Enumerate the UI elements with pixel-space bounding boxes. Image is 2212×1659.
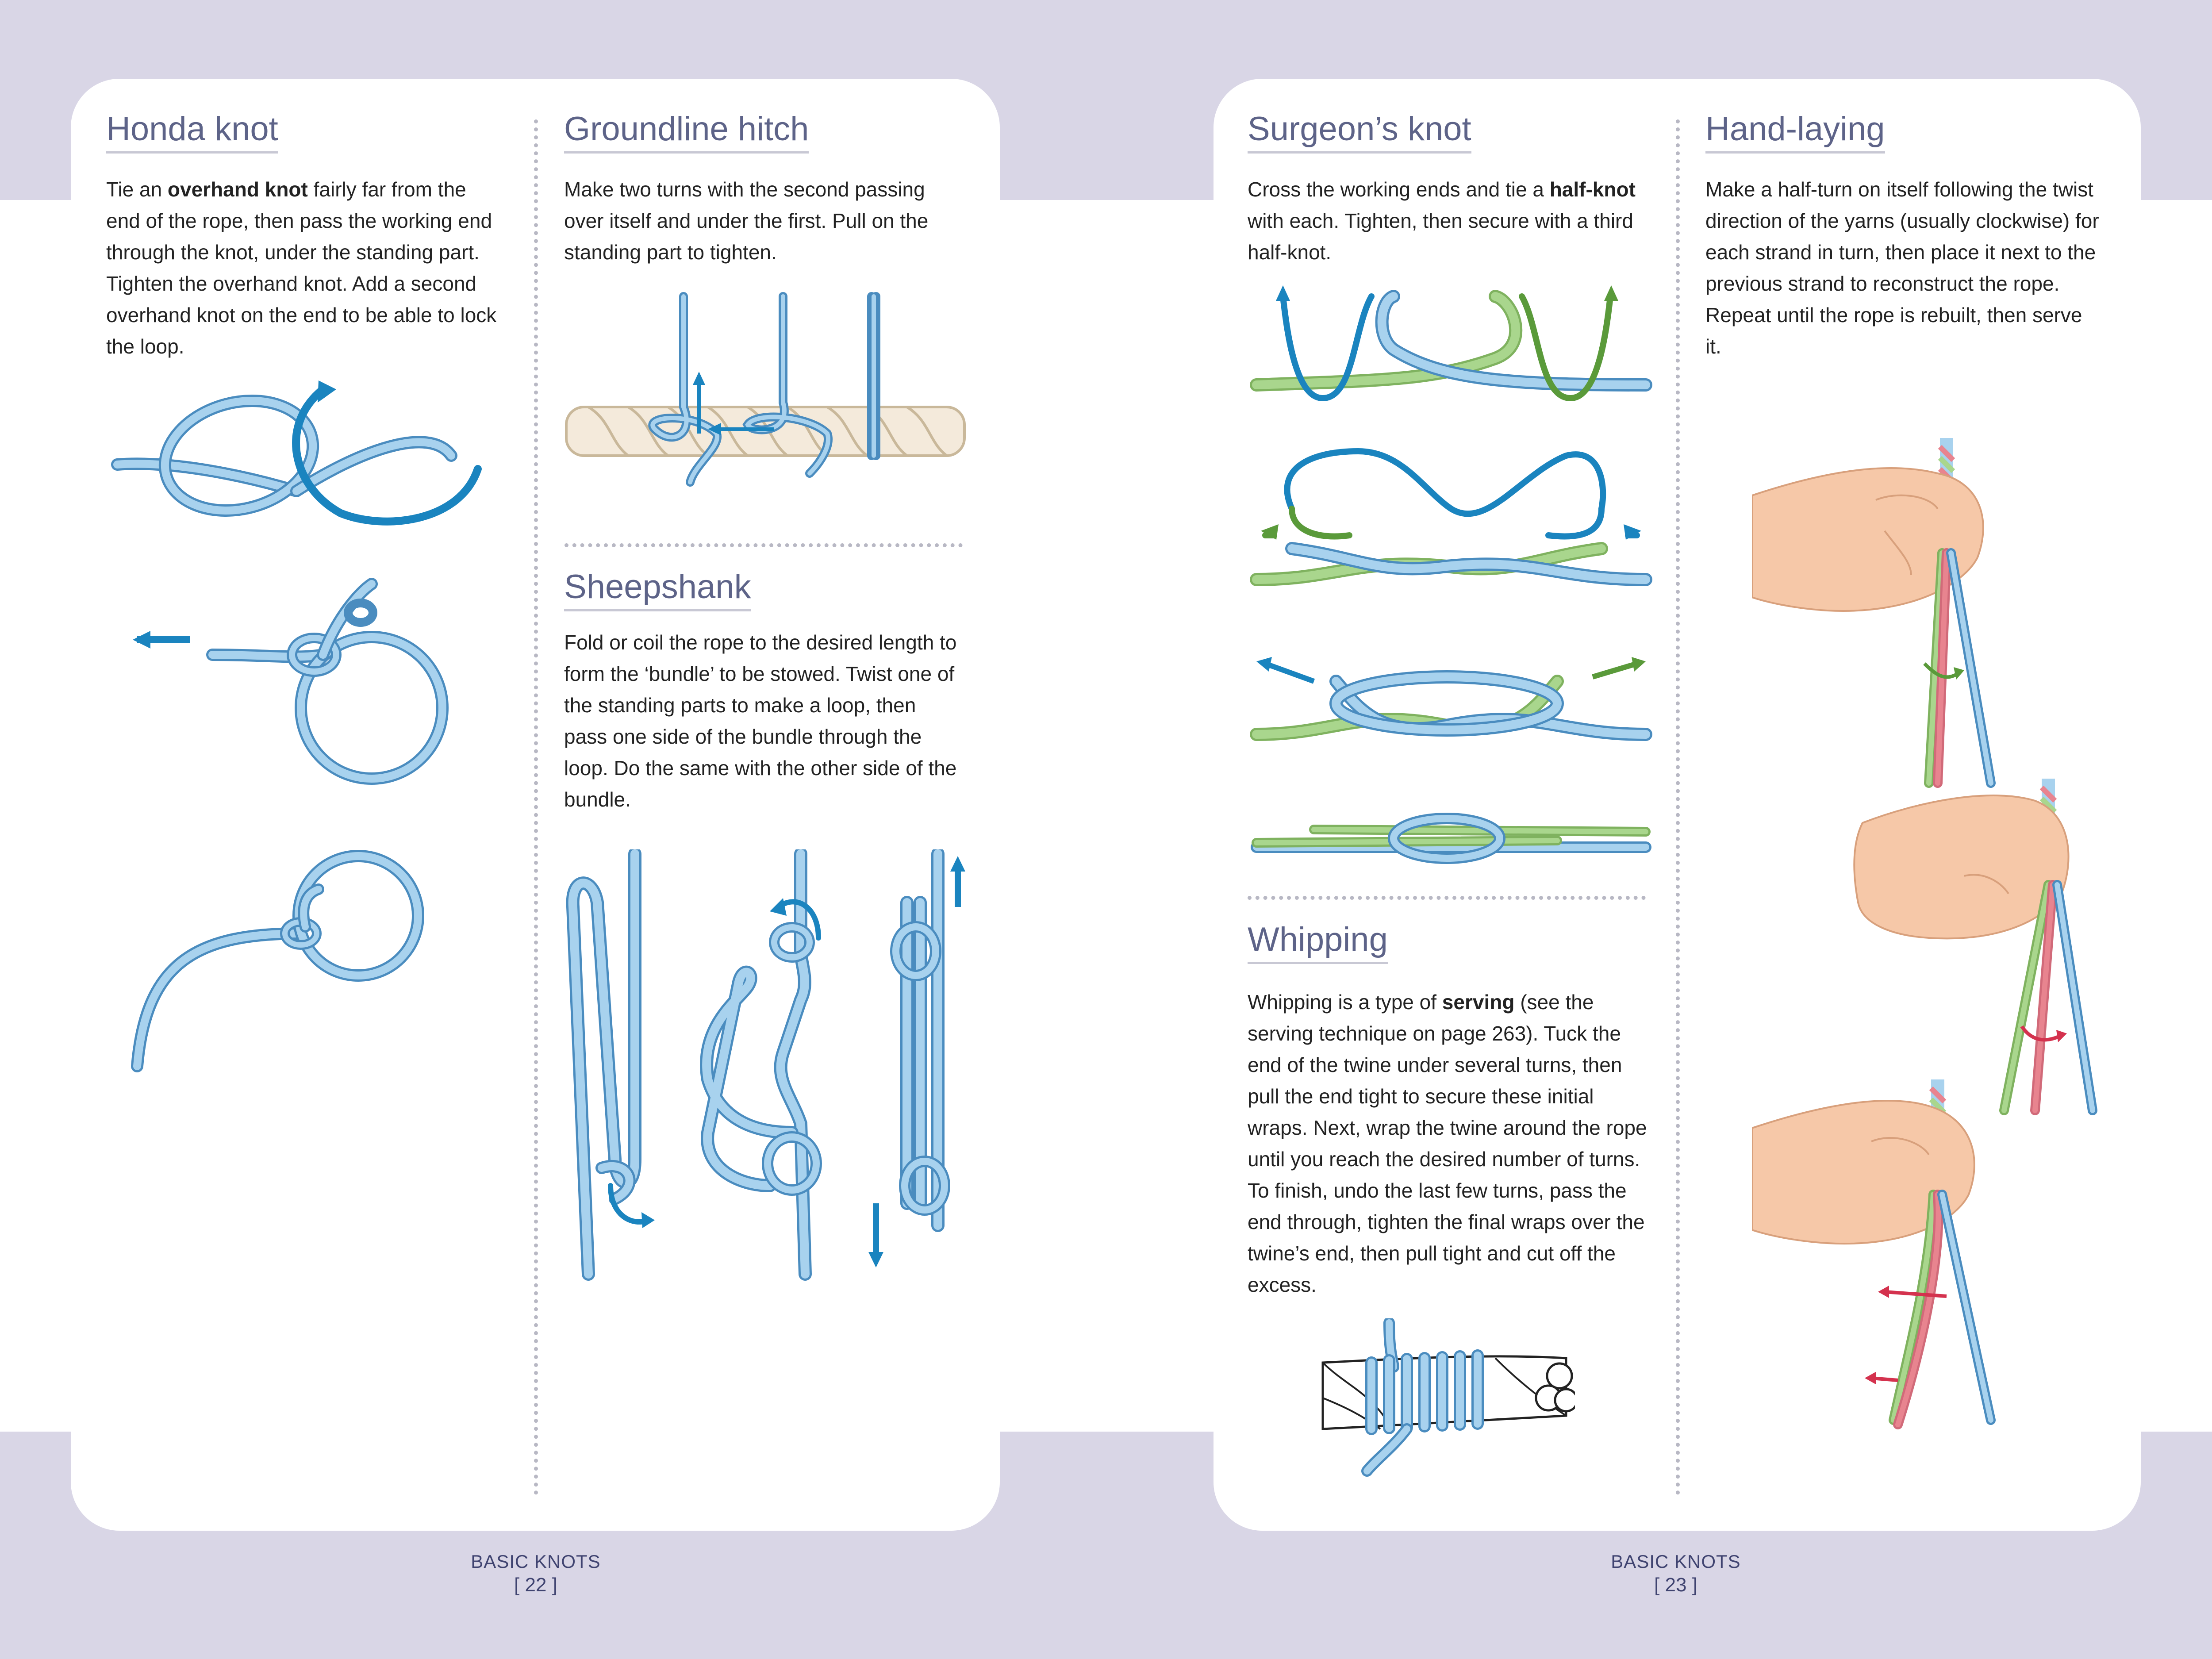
sheepshank-step-2 bbox=[700, 849, 822, 1281]
sheepshank-title: Sheepshank bbox=[564, 568, 751, 611]
honda-step-1 bbox=[111, 380, 482, 526]
honda-knot-term: overhand knot bbox=[167, 178, 308, 201]
sheepshank-illustration bbox=[566, 849, 965, 1281]
groundline-hitch-instructions: Make two turns with the second passing o… bbox=[564, 178, 929, 264]
honda-knot-illustration bbox=[111, 380, 482, 1072]
whipping-instructions: Whipping is a type of serving (see the s… bbox=[1248, 991, 1647, 1296]
right-page-footer: BASIC KNOTS [ 23 ] bbox=[1587, 1551, 1764, 1598]
sheepshank-step-1 bbox=[566, 849, 641, 1281]
hand-laying-title: Hand-laying bbox=[1705, 111, 1885, 154]
column-divider-right-page bbox=[1676, 119, 1680, 1495]
groundline-hitch-illustration bbox=[565, 292, 966, 487]
left-page-footer: BASIC KNOTS [ 22 ] bbox=[447, 1551, 624, 1598]
column-divider-left-page bbox=[534, 119, 538, 1495]
section-divider-surgeons-whipping bbox=[1248, 896, 1646, 900]
surgeons-knot-instructions: Cross the working ends and tie a half-kn… bbox=[1248, 178, 1636, 264]
surgeons-knot-illustration bbox=[1250, 285, 1652, 864]
surgeons-step-1 bbox=[1250, 290, 1652, 402]
surgeons-knot-term: half-knot bbox=[1549, 178, 1636, 201]
hand-laying-step-3 bbox=[1752, 1079, 1996, 1429]
honda-knot-instructions: Tie an overhand knot fairly far from the… bbox=[106, 178, 497, 358]
right-footer-section: BASIC KNOTS bbox=[1611, 1551, 1741, 1572]
surgeons-knot-title: Surgeon’s knot bbox=[1248, 111, 1471, 154]
whipping-illustration bbox=[1321, 1318, 1575, 1477]
surgeons-step-2 bbox=[1250, 448, 1652, 586]
groundline-hitch-title: Groundline hitch bbox=[564, 111, 809, 154]
sheepshank-instructions: Fold or coil the rope to the desired len… bbox=[564, 631, 957, 811]
hand-laying-step-2 bbox=[1853, 779, 2097, 1115]
honda-knot-title: Honda knot bbox=[106, 111, 278, 154]
surgeons-step-3 bbox=[1250, 670, 1652, 741]
whipping-title: Whipping bbox=[1248, 921, 1388, 964]
honda-step-2 bbox=[133, 578, 449, 785]
left-footer-section: BASIC KNOTS bbox=[471, 1551, 601, 1572]
surgeons-step-4 bbox=[1251, 813, 1651, 864]
sheepshank-step-3 bbox=[890, 849, 950, 1232]
honda-step-3 bbox=[131, 850, 424, 1072]
hand-laying-instructions: Make a half-turn on itself following the… bbox=[1705, 178, 2099, 358]
whipping-term: serving bbox=[1442, 991, 1515, 1014]
right-footer-page-number: [ 23 ] bbox=[1654, 1574, 1697, 1596]
left-footer-page-number: [ 22 ] bbox=[514, 1574, 557, 1596]
section-divider-groundline-sheepshank bbox=[565, 543, 963, 547]
hand-laying-illustration bbox=[1752, 438, 2097, 1429]
hand-laying-step-1 bbox=[1752, 438, 1996, 788]
